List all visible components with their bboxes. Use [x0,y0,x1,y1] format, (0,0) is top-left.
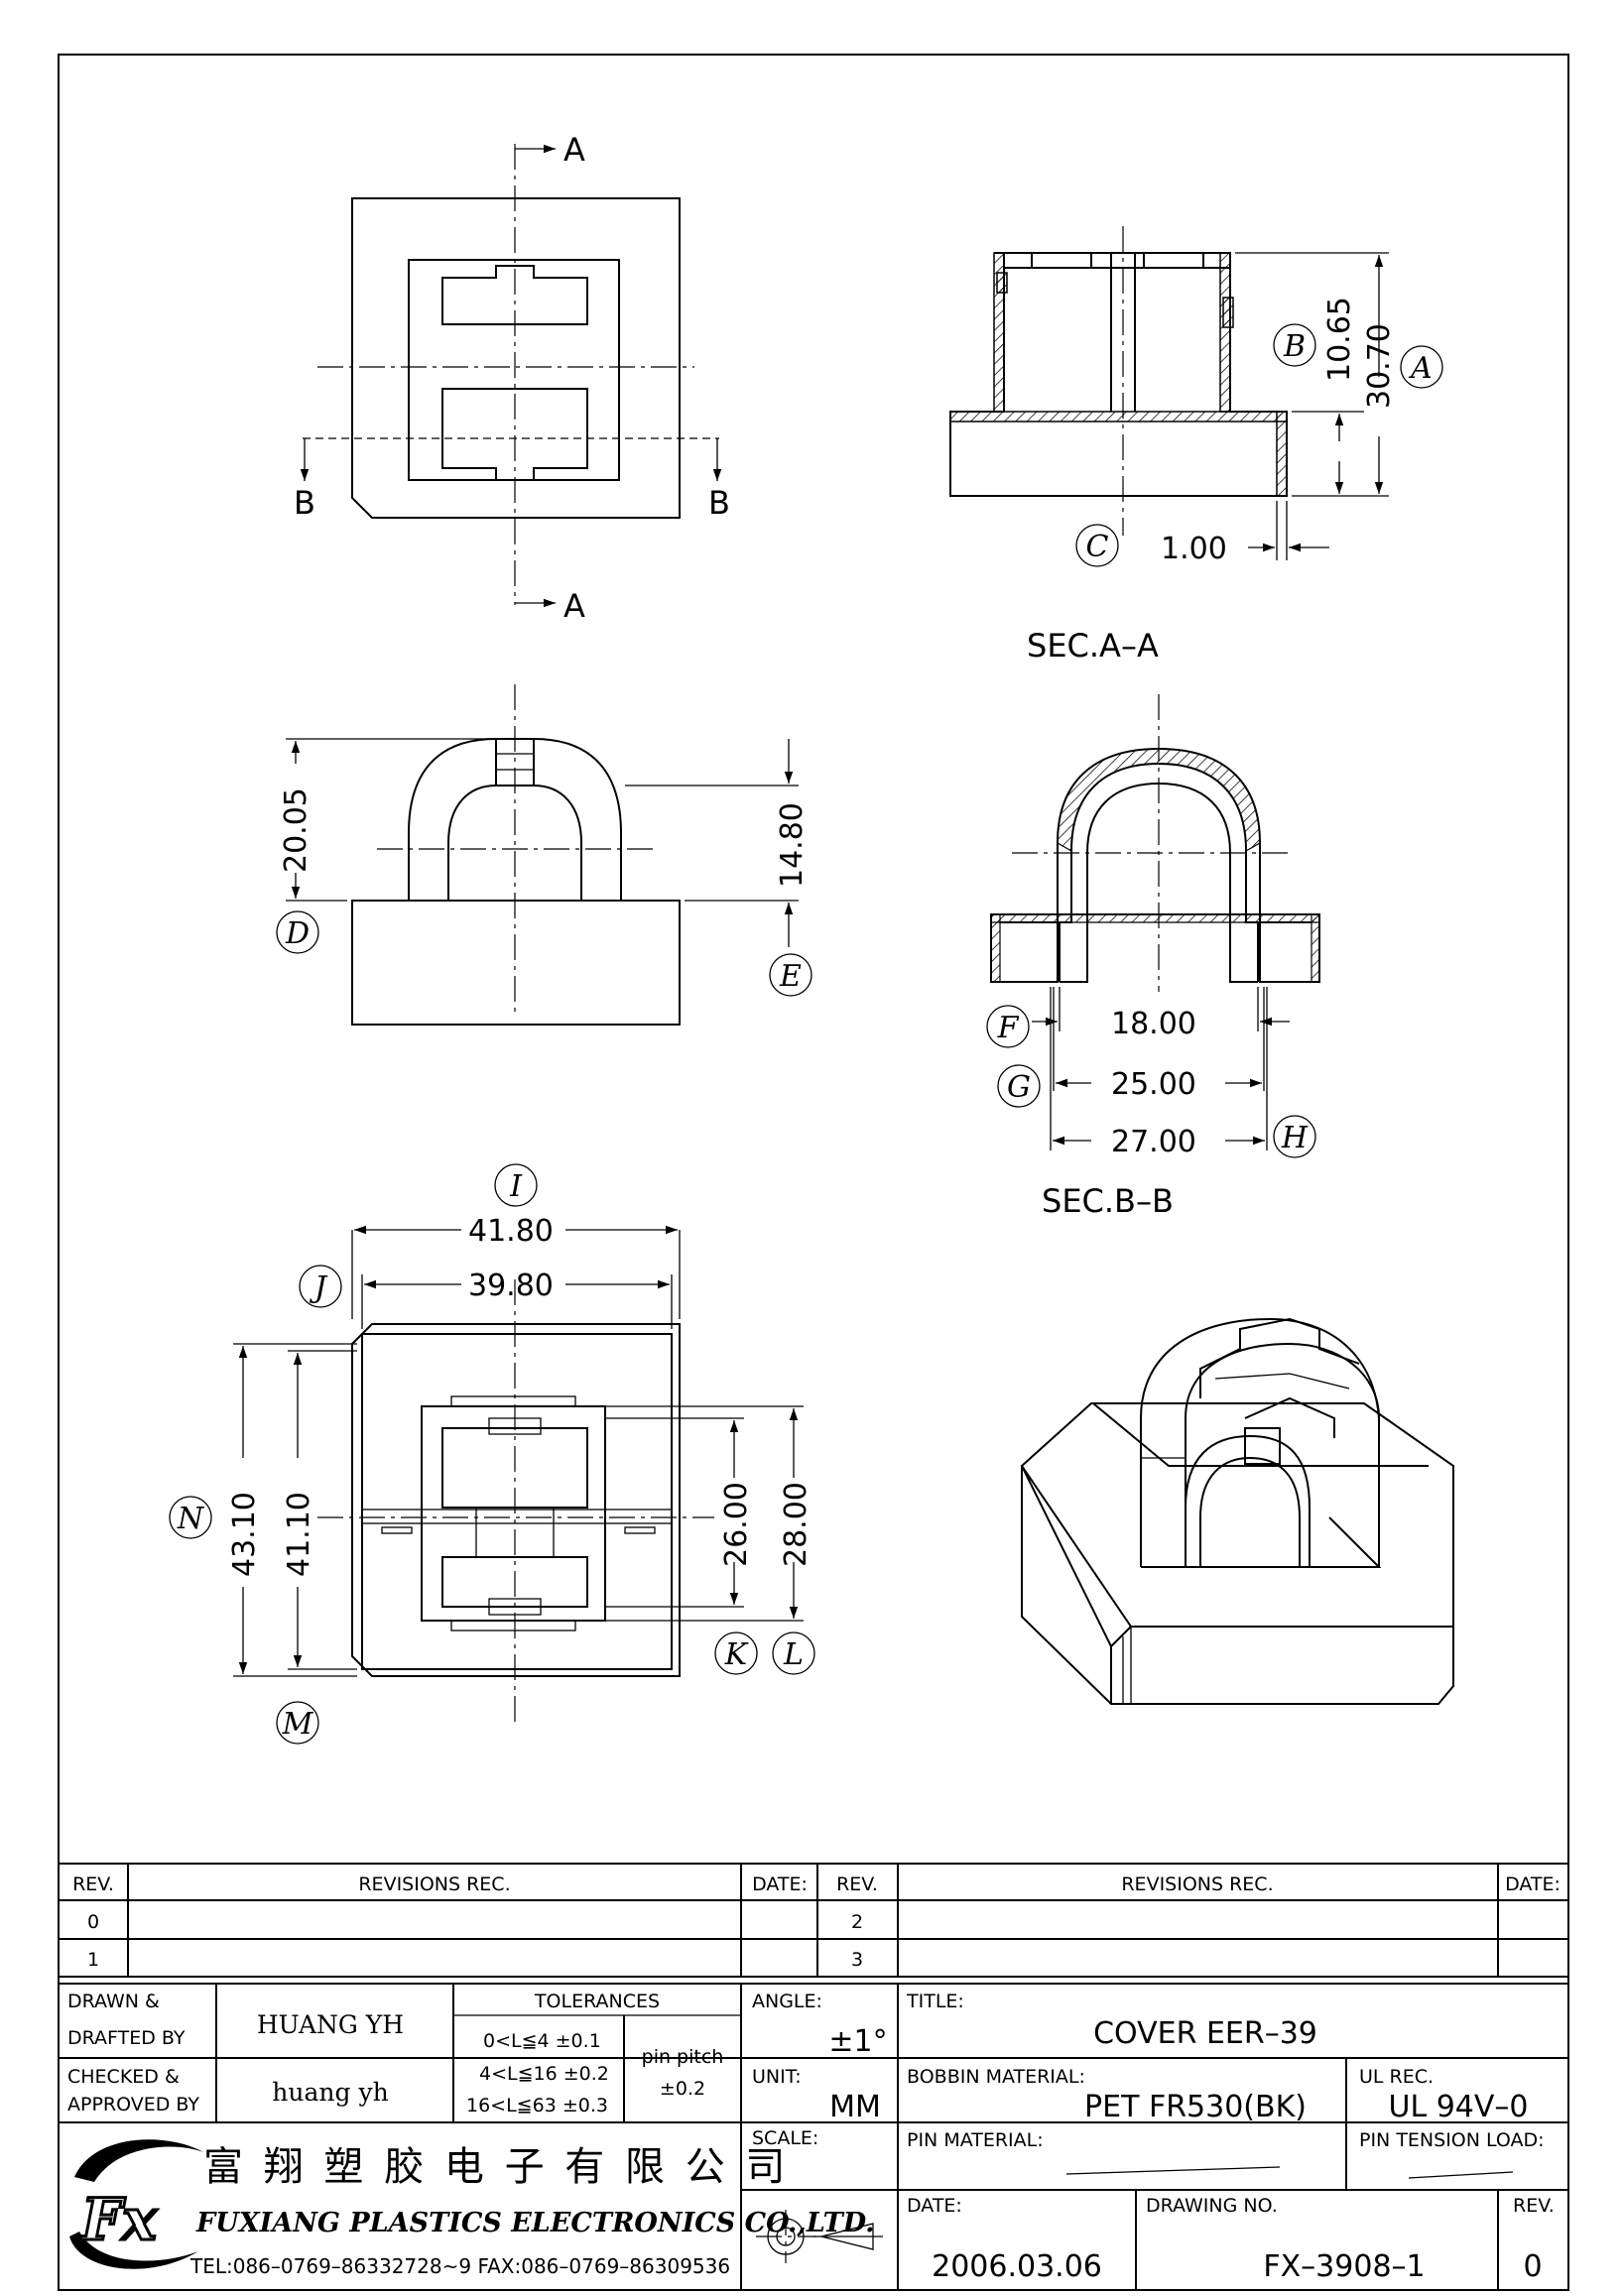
dim-l-28-00: 28.00 [779,1482,813,1567]
pin-pitch-label: pin pitch [642,2046,724,2068]
drawn-label-1: DRAWN & [67,1991,160,2012]
revision-table: REV. REVISIONS REC. DATE: REV. REVISIONS… [59,1863,1568,1985]
section-aa-view: 30.70 10.65 1.00 A B C SEC.A–A [949,226,1443,665]
rev-row-2: 2 [851,1911,863,1933]
section-a-label-bottom: A [563,587,585,625]
ul-rec-label: UL REC. [1359,2066,1434,2088]
dim-d-20-05: 20.05 [279,787,313,873]
pin-pitch-value: ±0.2 [660,2078,705,2100]
dim-a-30-70: 30.70 [1362,323,1397,409]
unit-label: UNIT: [752,2066,802,2088]
isometric-view [1020,1317,1454,1705]
rev-row-1: 1 [87,1949,99,1971]
revisions-header-left: REVISIONS REC. [358,1873,510,1895]
section-b-label-left: B [294,484,315,522]
bobbin-material-value: PET FR530(BK) [1084,2090,1307,2124]
angle-value: ±1° [828,2024,887,2059]
date-header-left: DATE: [752,1873,808,1895]
revisions-header-right: REVISIONS REC. [1121,1873,1273,1895]
bubble-a: A [1408,351,1433,386]
bubble-b: B [1283,329,1306,364]
drawing-no-label: DRAWING NO. [1146,2195,1278,2217]
bottom-view: 41.80 39.80 I J 43.10 41.10 N M 26.00 28… [169,1163,815,1745]
bubble-f: F [997,1011,1020,1045]
unit-value: MM [829,2090,881,2124]
dim-h-27-00: 27.00 [1111,1125,1196,1159]
rev-header-left: REV. [72,1873,114,1895]
bubble-j: J [309,1270,328,1305]
section-bb-title: SEC.B–B [1042,1182,1174,1220]
section-bb-view: 18.00 25.00 27.00 F G H SEC.B–B [986,694,1320,1220]
rev-row-3: 3 [851,1949,863,1971]
bubble-d: D [285,916,310,951]
top-view: A A B B [294,131,730,625]
dim-j-39-80: 39.80 [468,1269,554,1303]
title-value: COVER EER–39 [1093,2016,1317,2051]
dim-k-26-00: 26.00 [719,1482,754,1567]
dim-b-10-65: 10.65 [1322,297,1357,382]
bubble-g: G [1007,1070,1031,1105]
bubble-l: L [783,1637,804,1672]
dim-f-18-00: 18.00 [1111,1007,1196,1041]
dim-n-43-10: 43.10 [227,1492,262,1577]
date-header-right: DATE: [1505,1873,1561,1895]
rev-value: 0 [1523,2249,1542,2284]
pin-tension-label: PIN TENSION LOAD: [1359,2129,1545,2151]
bubble-h: H [1281,1121,1309,1155]
svg-text:Fx: Fx [79,2186,158,2253]
bubble-c: C [1086,530,1109,564]
company-name-en: FUXIANG PLASTICS ELECTRONICS CO.,LTD. [195,2208,875,2238]
checked-label-2: APPROVED BY [67,2094,199,2115]
title-block: DRAWN & DRAFTED BY HUANG YH CHECKED & AP… [59,1984,1568,2290]
side-view: 20.05 14.80 D E [276,684,812,1026]
rev-row-0: 0 [87,1911,99,1933]
dim-c-1-00: 1.00 [1161,532,1227,566]
bubble-m: M [282,1707,314,1742]
bubble-e: E [779,959,802,994]
rev-header-right: REV. [836,1873,878,1895]
date-label: DATE: [907,2195,962,2217]
pin-material-label: PIN MATERIAL: [907,2129,1044,2151]
company-tel-fax: TEL:086–0769–86332728~9 FAX:086–0769–863… [189,2254,730,2278]
drawing-no-value: FX–3908–1 [1263,2249,1425,2284]
section-aa-title: SEC.A–A [1027,627,1159,665]
tolerance-row-1: 0<L≦4 ±0.1 [483,2030,601,2052]
dim-i-41-80: 41.80 [468,1214,554,1249]
bubble-i: I [509,1169,523,1204]
dim-m-41-10: 41.10 [282,1492,316,1577]
angle-label: ANGLE: [752,1991,822,2012]
tolerance-row-3: 16<L≦63 ±0.3 [466,2095,608,2116]
bubble-k: K [724,1637,749,1672]
bubble-n: N [177,1502,205,1536]
tolerance-row-2: 4<L≦16 ±0.2 [479,2063,609,2085]
drawn-by-value: HUANG YH [257,2010,404,2039]
checked-by-value: huang yh [272,2078,388,2107]
projection-symbol-icon [741,2189,898,2263]
bobbin-material-label: BOBBIN MATERIAL: [907,2066,1085,2088]
section-a-label-top: A [563,131,585,169]
date-value: 2006.03.06 [932,2249,1102,2284]
dim-g-25-00: 25.00 [1111,1067,1196,1102]
title-label: TITLE: [906,1991,964,2012]
section-b-label-right: B [708,484,730,522]
tolerances-label: TOLERANCES [534,1991,660,2012]
company-logo-icon: Fx [69,2139,203,2269]
drawn-label-2: DRAFTED BY [67,2027,186,2049]
company-name-cn: 富 翔 塑 胶 电 子 有 限 公 司 [203,2144,789,2190]
ul-rec-value: UL 94V–0 [1389,2090,1529,2124]
sheet-border [58,54,1569,2291]
scale-label: SCALE: [752,2127,818,2149]
dim-e-14-80: 14.80 [775,802,810,888]
rev-label: REV. [1513,2195,1555,2217]
checked-label-1: CHECKED & [67,2066,180,2088]
